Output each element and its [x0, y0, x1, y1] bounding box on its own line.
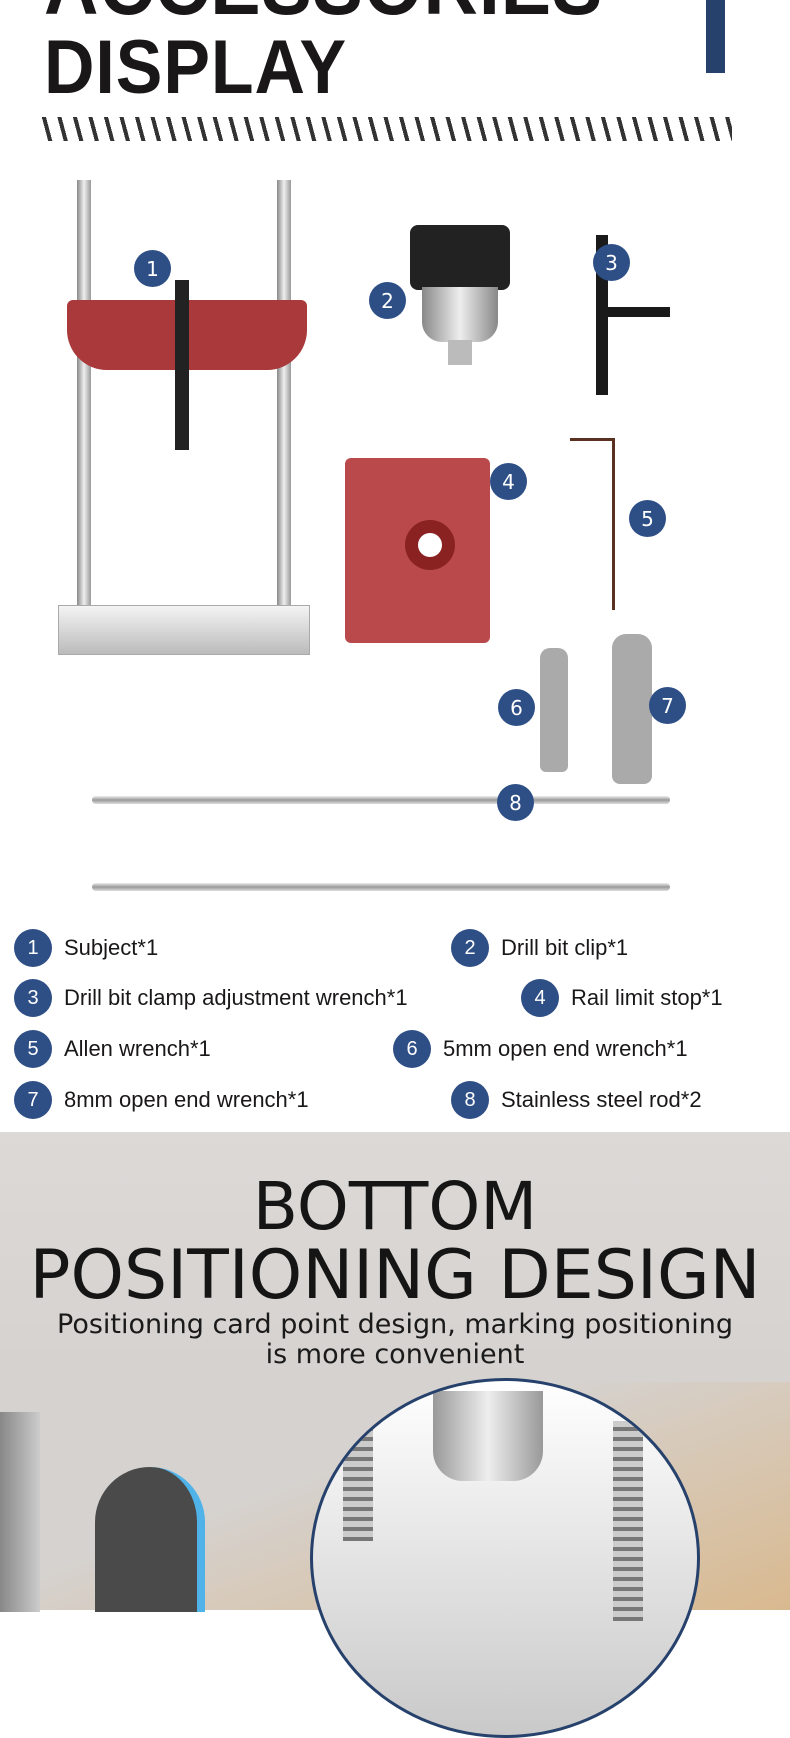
legend-item: 7 8mm open end wrench*1 [14, 1081, 309, 1119]
legend-label: Rail limit stop*1 [571, 985, 723, 1010]
legend-label: Drill bit clamp adjustment wrench*1 [64, 985, 408, 1010]
legend-label: 8mm open end wrench*1 [64, 1087, 309, 1112]
legend-item: 3 Drill bit clamp adjustment wrench*1 [14, 979, 408, 1017]
legend-label: Subject*1 [64, 935, 159, 960]
bottom-positioning-section: BOTTOM POSITIONING DESIGN Positioning ca… [0, 1132, 790, 1738]
allen-wrench-image [570, 438, 615, 610]
steel-rod-1 [92, 796, 670, 804]
legend-number: 5 [14, 1030, 52, 1068]
legend-label: 5mm open end wrench*1 [443, 1036, 688, 1061]
drill-chuck-image [410, 215, 510, 365]
slash-divider [42, 117, 732, 141]
steel-rod-2 [92, 883, 670, 891]
bottom-subtitle-line2: is more convenient [265, 1339, 525, 1370]
bottom-title-line2: POSITIONING DESIGN [29, 1236, 761, 1315]
marker-3: 3 [593, 244, 630, 281]
legend-number: 2 [451, 929, 489, 967]
marker-1: 1 [134, 250, 171, 287]
wrench-5mm-image [540, 648, 568, 772]
marker-5: 5 [629, 500, 666, 537]
rail-limit-stop-image [345, 458, 490, 643]
bottom-subtitle-line1: Positioning card point design, marking p… [57, 1309, 733, 1340]
legend-number: 7 [14, 1081, 52, 1119]
accent-bar [706, 0, 725, 73]
marker-6: 6 [498, 689, 535, 726]
title-display: DISPLAY [44, 25, 348, 110]
marker-7: 7 [649, 687, 686, 724]
detail-closeup-circle [310, 1378, 700, 1738]
legend-item: 1 Subject*1 [14, 929, 158, 967]
legend-item: 6 5mm open end wrench*1 [393, 1030, 688, 1068]
marker-2: 2 [369, 282, 406, 319]
marker-4: 4 [490, 463, 527, 500]
legend-number: 3 [14, 979, 52, 1017]
wrench-8mm-image [612, 634, 652, 784]
legend-label: Drill bit clip*1 [501, 935, 629, 960]
legend-item: 5 Allen wrench*1 [14, 1030, 211, 1068]
legend-label: Stainless steel rod*2 [501, 1087, 702, 1112]
legend-label: Allen wrench*1 [64, 1036, 211, 1061]
legend-item: 2 Drill bit clip*1 [451, 929, 628, 967]
marker-8: 8 [497, 784, 534, 821]
legend-number: 4 [521, 979, 559, 1017]
title-accessories: ACCESSORIES [44, 0, 603, 27]
legend-item: 8 Stainless steel rod*2 [451, 1081, 702, 1119]
bottom-title-line1: BOTTOM [252, 1168, 538, 1245]
legend-item: 4 Rail limit stop*1 [521, 979, 723, 1017]
legend-number: 6 [393, 1030, 431, 1068]
legend-number: 1 [14, 929, 52, 967]
legend-number: 8 [451, 1081, 489, 1119]
drill-stand-image [55, 180, 315, 655]
drill-tool-image [0, 1412, 230, 1612]
